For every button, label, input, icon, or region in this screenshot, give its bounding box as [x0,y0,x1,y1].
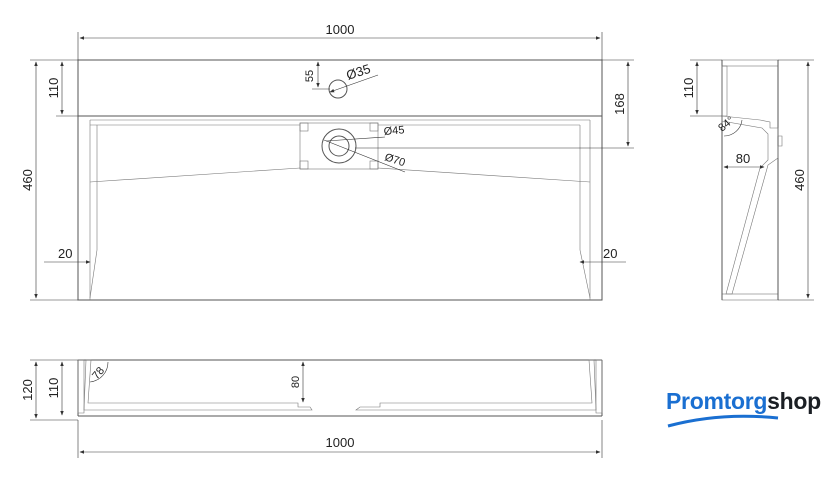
tap-offset-label: 55 [304,70,316,82]
tap-dia-label: Ø35 [344,61,372,83]
front-angle-label: 78 [90,365,107,382]
logo-text-secondary: shop [767,388,821,414]
drain-inner-circle [328,135,350,157]
drain-inner-dia-label: Ø45 [383,124,405,138]
logo-swoosh [667,414,779,428]
drain-outer-circle [321,128,357,164]
front-basin-depth-label: 80 [290,376,302,388]
side-band-label: 110 [681,78,696,99]
top-view: 1000 460 110 168 55 Ø35 Ø45 Ø70 20 20 [20,22,634,301]
brand-logo: Promtorgshop [666,388,821,415]
drain-outer-dia-label: Ø70 [383,151,406,169]
side-drain-depth-label: 80 [736,151,750,166]
front-height-inner-label: 110 [46,378,61,399]
side-depth-label: 460 [792,169,807,191]
front-height-total-label: 120 [20,379,35,401]
logo-text-primary: Promtorg [666,388,768,414]
top-band-label: 110 [46,78,61,99]
drain-offset-label: 168 [612,93,627,115]
side-view: 110 84° 80 460 [681,59,814,301]
front-view: 120 110 78 80 1000 [20,359,603,458]
top-width-label: 1000 [326,22,355,37]
left-wall-label: 20 [58,246,72,261]
front-width-label: 1000 [326,435,355,450]
right-wall-label: 20 [603,246,617,261]
top-depth-label: 460 [20,169,35,191]
